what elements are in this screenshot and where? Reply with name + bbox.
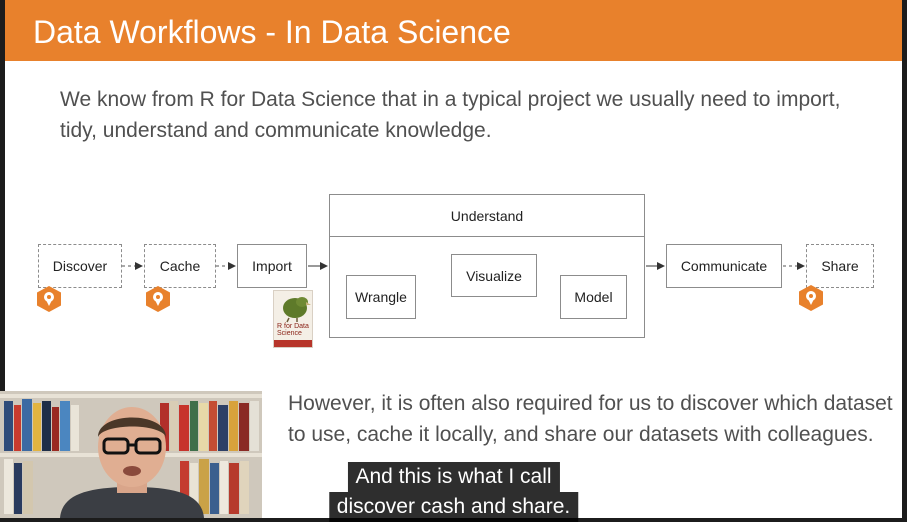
pins-hex-icon xyxy=(146,286,170,312)
slide-header: Data Workflows - In Data Science xyxy=(5,0,902,61)
presenter-webcam xyxy=(0,391,262,518)
box-discover: Discover xyxy=(38,244,122,288)
box-visualize: Visualize xyxy=(451,254,537,297)
outro-paragraph: However, it is often also required for u… xyxy=(288,392,893,446)
subtitle-line-1: And this is what I call xyxy=(347,462,560,492)
bookshelf-background xyxy=(0,391,262,518)
intro-paragraph: We know from R for Data Science that in … xyxy=(60,88,841,142)
box-share: Share xyxy=(806,244,874,288)
box-communicate: Communicate xyxy=(666,244,782,288)
box-cache: Cache xyxy=(144,244,216,288)
subtitle-line-2: discover cash and share. xyxy=(328,492,579,522)
understand-label: Understand xyxy=(330,195,644,237)
pins-hex-icon xyxy=(37,286,61,312)
book-title: R for Data Science xyxy=(277,323,309,337)
slide-title: Data Workflows - In Data Science xyxy=(33,14,511,50)
kakapo-bird-icon xyxy=(283,297,311,323)
box-model: Model xyxy=(560,275,627,319)
pins-hex-icon xyxy=(799,285,823,311)
box-import: Import xyxy=(237,244,307,288)
r4ds-book-cover: R for Data Science xyxy=(273,290,313,348)
book-band xyxy=(274,340,312,347)
box-wrangle: Wrangle xyxy=(346,275,416,319)
